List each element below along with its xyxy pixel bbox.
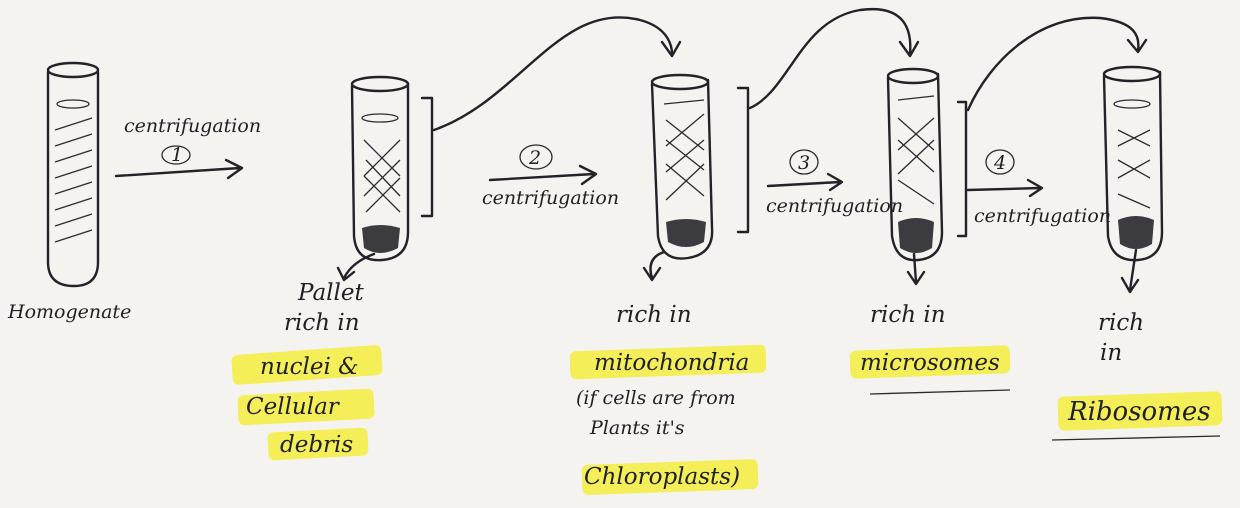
tube-4-underline <box>1052 436 1220 440</box>
step-1: centrifugation 1 <box>116 115 261 178</box>
step-4-number: 4 <box>993 152 1006 174</box>
transfer-arrow-2 <box>750 9 918 108</box>
tube-2 <box>652 75 748 259</box>
tube-3-bracket <box>958 102 966 236</box>
tube-4-caption-1: in <box>1100 340 1122 366</box>
step-1-label: centrifugation <box>124 115 261 137</box>
tube-2-note-highlight: Chloroplasts) <box>584 464 740 490</box>
homogenate-tube <box>48 63 98 286</box>
tube-2-bracket <box>738 88 748 232</box>
tube-1-highlight-1: Cellular <box>246 394 341 420</box>
step-2-label: centrifugation <box>482 187 619 209</box>
step-2-number: 2 <box>528 147 541 169</box>
tube-4-pellet <box>1118 216 1154 249</box>
tube-3-underline <box>870 390 1010 394</box>
tube-1-caption-1: rich in <box>284 310 360 336</box>
step-4-label: centrifugation <box>974 205 1111 227</box>
step-2-arrow <box>490 166 596 184</box>
step-3-number: 3 <box>798 152 810 174</box>
tube-3-highlight-0: microsomes <box>860 350 1000 376</box>
tube-1 <box>352 77 432 260</box>
tube-2-pellet-arrow <box>644 252 664 280</box>
tube-4 <box>1104 67 1162 260</box>
homogenate-label: Homogenate <box>7 301 131 323</box>
tube-4-caption-0: rich <box>1098 310 1144 336</box>
tube-2-pellet <box>666 219 706 247</box>
step-1-number: 1 <box>171 144 183 166</box>
transfer-arrow-1 <box>434 17 680 130</box>
transfer-arrow-3 <box>968 18 1146 110</box>
step-3-arrow <box>768 174 842 190</box>
tube-3 <box>888 69 966 260</box>
tube-2-note-1: Plants it's <box>589 417 685 439</box>
tube-2-highlight-0: mitochondria <box>594 350 749 376</box>
tube-1-highlight-0: nuclei & <box>260 354 359 380</box>
tube-3-pellet <box>898 218 934 253</box>
tube-2-note-0: (if cells are from <box>576 387 736 409</box>
step-3-label: centrifugation <box>766 195 903 217</box>
step-3: 3 centrifugation <box>766 150 903 217</box>
tube-3-caption-0: rich in <box>870 302 946 328</box>
tube-1-caption-0: Pallet <box>297 280 364 306</box>
tube-2-caption-0: rich in <box>616 302 692 328</box>
tube-1-highlight-2: debris <box>280 432 353 458</box>
step-2: 2 centrifugation <box>482 145 619 209</box>
tube-1-pellet <box>362 225 400 253</box>
tube-1-bracket <box>422 98 432 216</box>
tube-4-pellet-arrow <box>1122 250 1138 292</box>
tube-4-highlight-0: Ribosomes <box>1067 397 1211 427</box>
step-4-arrow <box>968 180 1042 196</box>
step-4: 4 centrifugation <box>968 150 1111 227</box>
